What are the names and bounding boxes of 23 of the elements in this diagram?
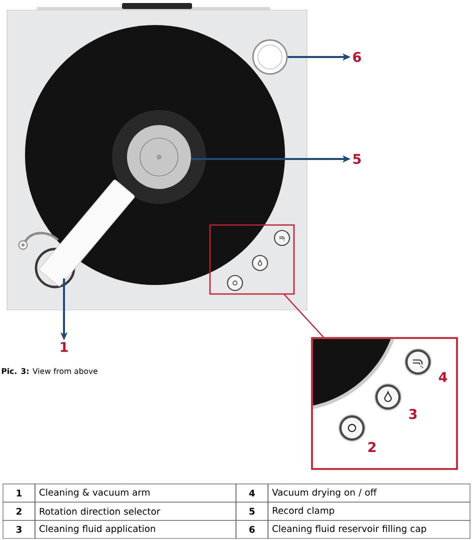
table-cell: Record clamp xyxy=(268,502,470,521)
table-cell: Rotation direction selector xyxy=(34,502,236,521)
table-cell: 3 xyxy=(2,520,36,539)
table-cell: 1 xyxy=(2,484,36,502)
table-cell: 5 xyxy=(236,502,268,521)
callout-number: 6 xyxy=(353,52,361,62)
table-cell: 4 xyxy=(236,484,268,502)
cleaning-arm xyxy=(39,180,135,286)
table-cell: 2 xyxy=(2,502,36,521)
table-cell: Vacuum drying on / off xyxy=(268,484,470,502)
connector-line xyxy=(284,294,324,338)
table-cell: Cleaning & vacuum arm xyxy=(34,484,236,502)
callout-number: 4 xyxy=(438,372,448,382)
table-cell: 6 xyxy=(236,520,268,539)
record-clamp xyxy=(127,125,191,189)
callout-number: 2 xyxy=(368,442,376,452)
callout-number: 3 xyxy=(409,408,417,420)
callout-number: 1 xyxy=(60,342,68,352)
table-cell: Cleaning fluid reservoir filling cap xyxy=(268,520,470,539)
highlight-frame xyxy=(209,224,295,295)
table-cell: Cleaning fluid application xyxy=(34,520,236,539)
filling-cap xyxy=(252,39,288,75)
callout-number: 5 xyxy=(353,154,361,164)
